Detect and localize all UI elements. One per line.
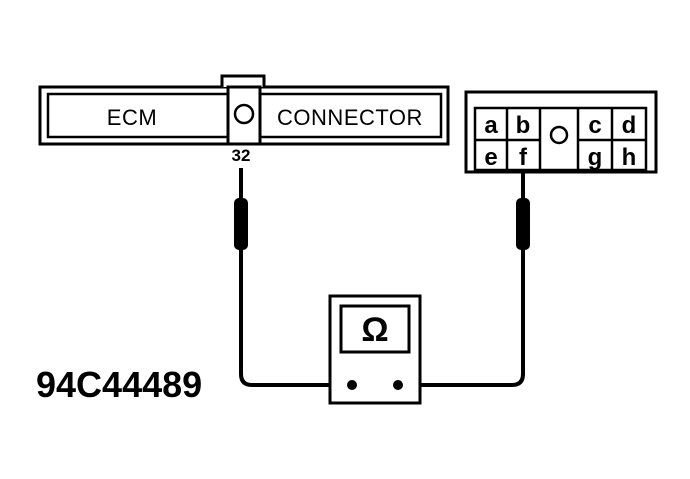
ohm-symbol-icon: Ω <box>361 311 388 349</box>
harness-lock-circle <box>549 125 569 145</box>
pin-b-label: b <box>516 112 531 139</box>
ecm-label: ECM <box>107 105 157 130</box>
connector-cell-grid <box>475 108 646 170</box>
left-probe-tip <box>234 198 248 250</box>
ecm-lock-circle <box>233 103 255 125</box>
figure-id: 94C44489 <box>36 364 202 405</box>
ohmmeter-display <box>339 304 411 354</box>
right-probe-tip <box>516 198 530 250</box>
harness-connector: a b c d e f g h <box>464 90 658 174</box>
pin-e-label: e <box>484 144 497 171</box>
pin-a-label: a <box>484 112 498 139</box>
right-probe-lead <box>400 170 530 387</box>
pin-number-label: 32 <box>232 146 251 165</box>
pin-g-label: g <box>588 144 603 171</box>
pin-d-label: d <box>622 112 637 139</box>
ecm-connector: ECM CONNECTOR 32 <box>38 74 450 165</box>
connector-label: CONNECTOR <box>277 105 423 130</box>
left-probe-lead <box>234 168 350 387</box>
pin-f-label: f <box>519 144 528 171</box>
pin-h-label: h <box>622 144 637 171</box>
ohmmeter: Ω <box>328 294 422 405</box>
ohmmeter-left-terminal <box>347 380 357 390</box>
ohmmeter-right-terminal <box>393 380 403 390</box>
pin-c-label: c <box>588 112 601 139</box>
